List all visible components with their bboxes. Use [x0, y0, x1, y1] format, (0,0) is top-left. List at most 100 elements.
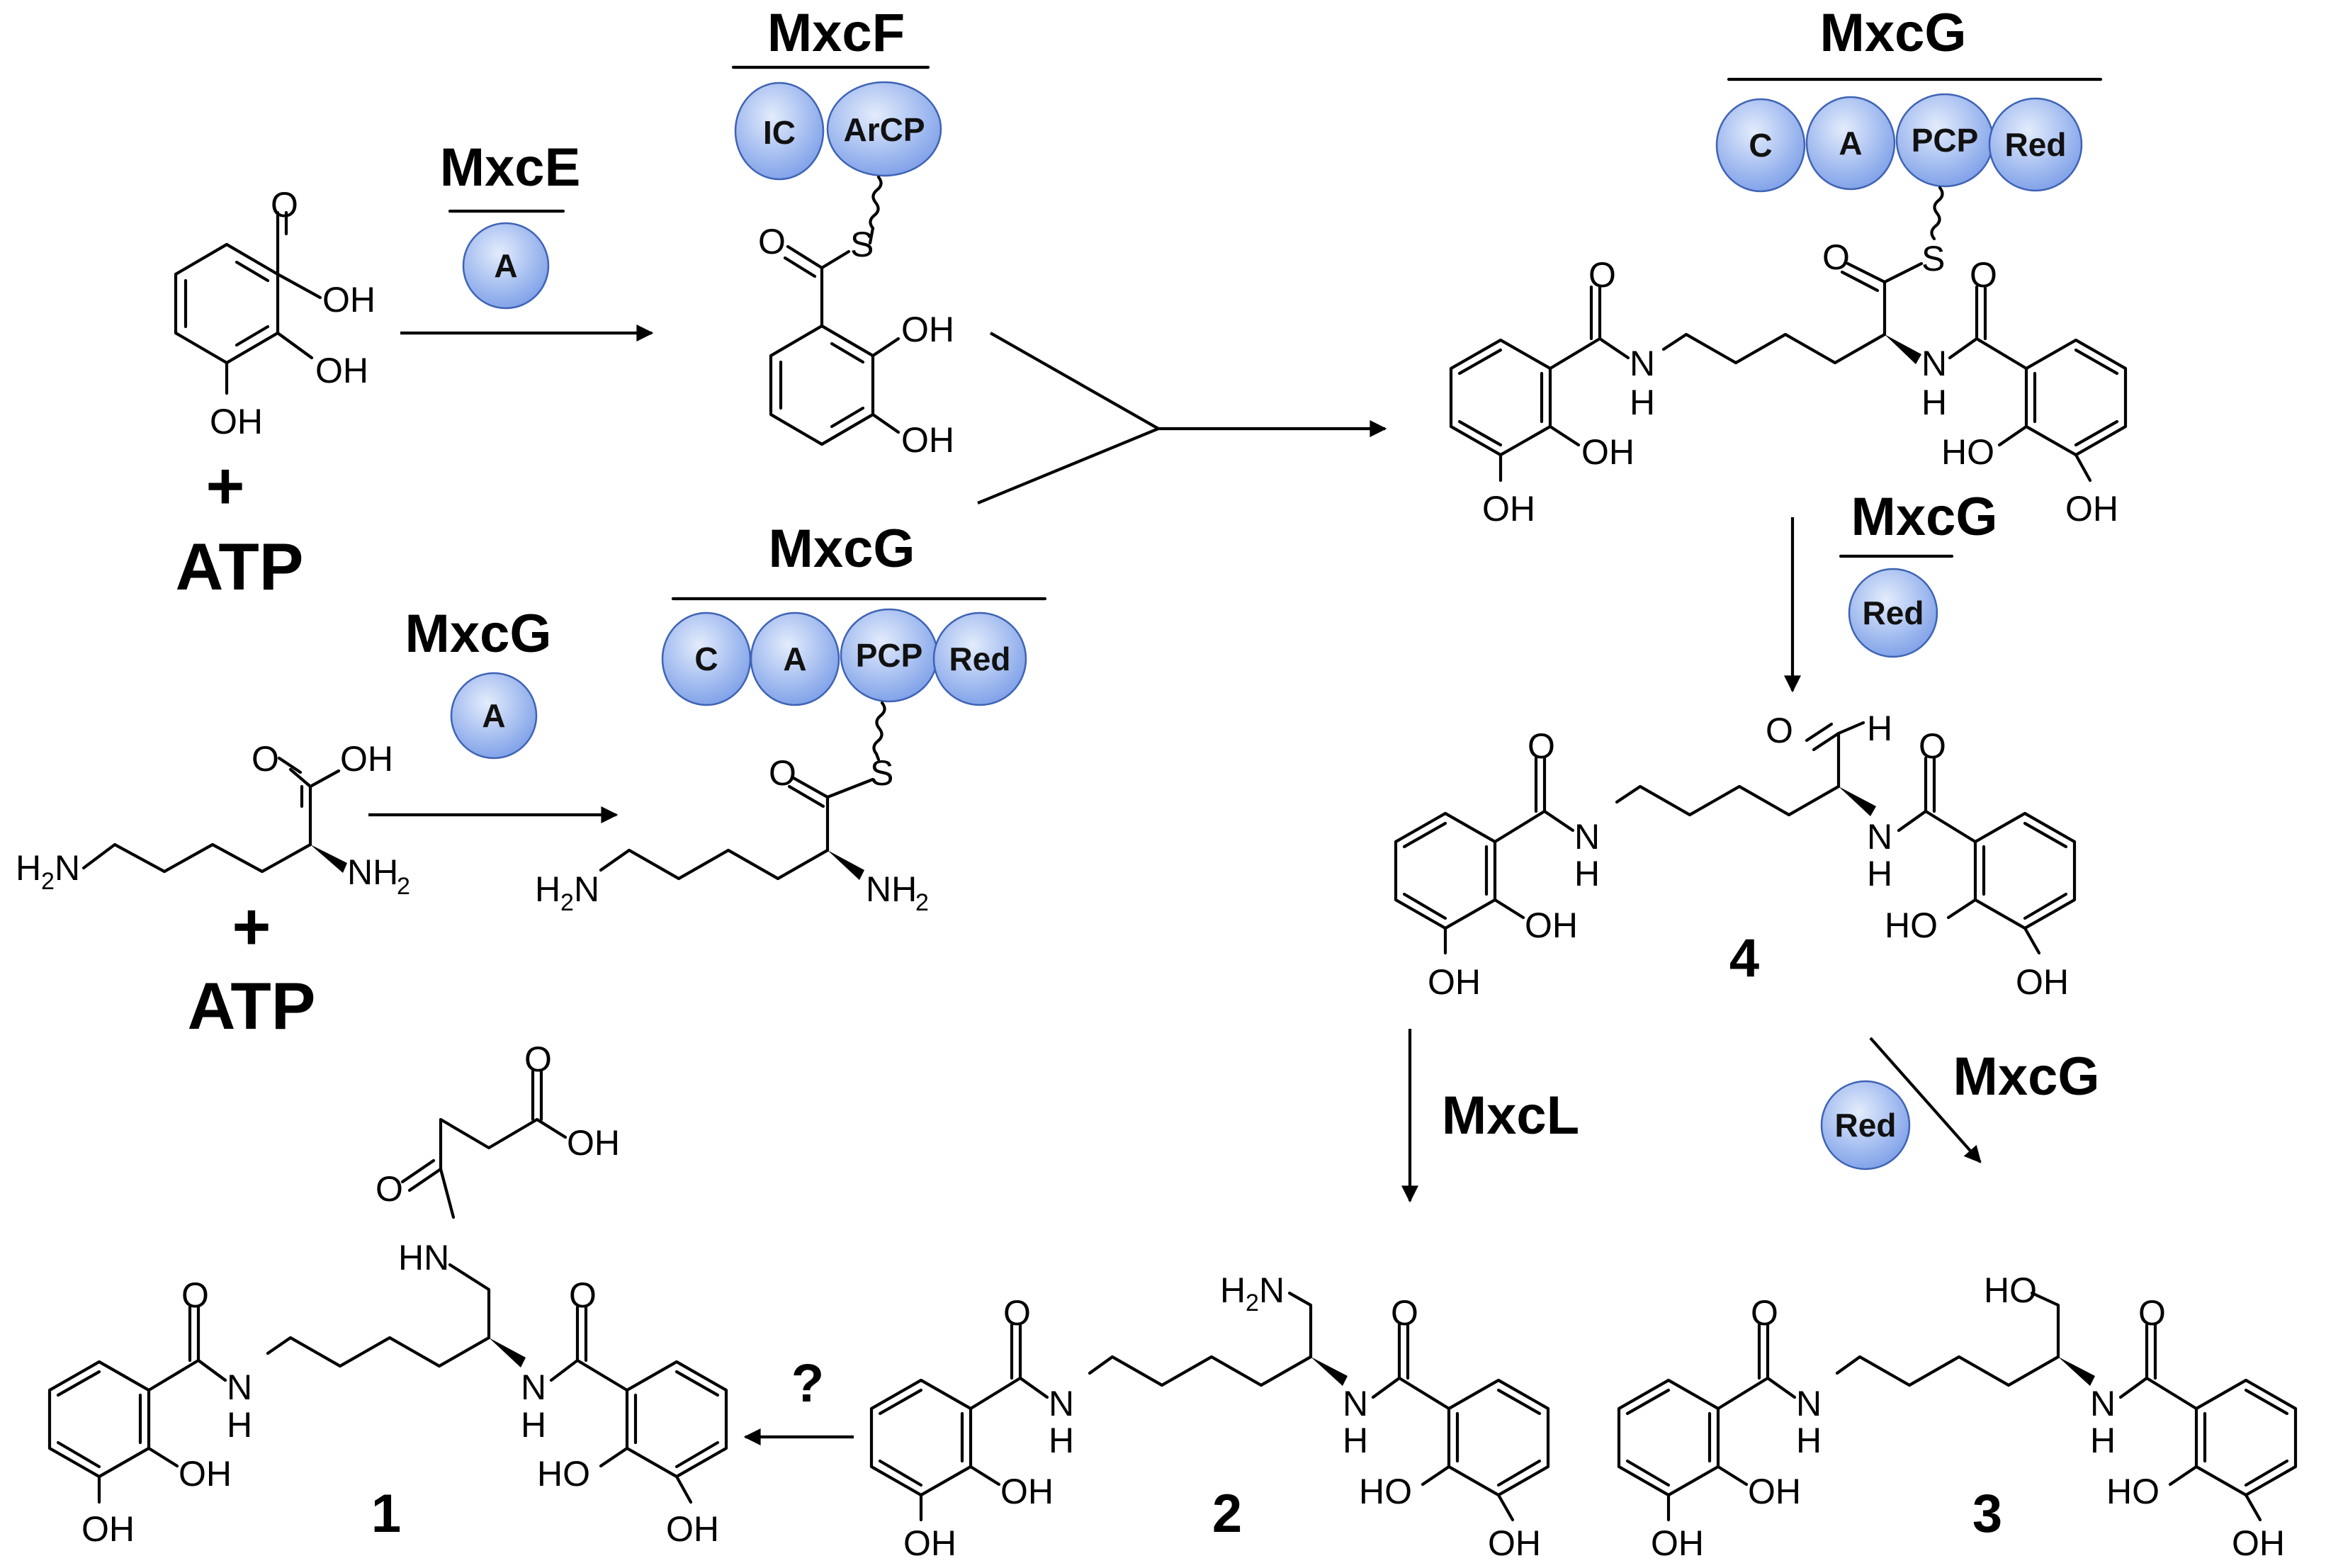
svg-text:ArCP: ArCP	[843, 111, 925, 148]
atp-label-1: ATP	[175, 529, 303, 604]
svg-text:OH: OH	[179, 1454, 232, 1494]
svg-text:N: N	[227, 1367, 252, 1407]
svg-text:OH: OH	[1428, 962, 1481, 1002]
svg-text:HO: HO	[2106, 1472, 2160, 1511]
domain-pcp-mid: PCP	[840, 608, 939, 703]
domain-red-arrow2: Red	[1820, 1080, 1911, 1171]
mxcl-label: MxcL	[1442, 1085, 1579, 1146]
svg-text:2: 2	[41, 868, 55, 895]
svg-text:H: H	[227, 1405, 252, 1445]
svg-text:2: 2	[397, 873, 410, 900]
domain-red-top: Red	[1988, 97, 2083, 192]
svg-text:N: N	[2090, 1384, 2116, 1423]
carbonyl-o: O	[271, 185, 298, 225]
svg-text:OH: OH	[1748, 1472, 1801, 1511]
atp-label-2: ATP	[187, 969, 315, 1043]
phenol-oh-2: OH	[315, 351, 368, 390]
domain-red-arrow1: Red	[1848, 568, 1938, 658]
phenol-oh-3: OH	[210, 402, 263, 441]
svg-text:H: H	[1574, 854, 1600, 893]
svg-text:NH: NH	[347, 852, 398, 892]
mxcg-a-label: MxcG	[405, 604, 552, 664]
svg-text:N: N	[1049, 1384, 1074, 1423]
compound-label-3: 3	[1972, 1484, 2002, 1544]
svg-text:PCP: PCP	[856, 637, 923, 674]
svg-text:Red: Red	[1835, 1107, 1897, 1144]
svg-text:O: O	[758, 222, 786, 261]
domain-a-mid: A	[750, 611, 840, 706]
svg-text:H: H	[535, 869, 560, 909]
domain-arcp: ArCP	[826, 81, 942, 177]
svg-text:OH: OH	[1488, 1523, 1541, 1563]
svg-text:2: 2	[1246, 1290, 1259, 1316]
mxcg-red-diag-label: MxcG	[1953, 1047, 2100, 1107]
svg-text:H: H	[16, 848, 41, 888]
svg-text:OH: OH	[81, 1509, 135, 1549]
dhb-arcp-thioester: S O OH OH	[758, 175, 954, 460]
svg-text:A: A	[494, 247, 517, 284]
svg-text:OH: OH	[2065, 489, 2118, 529]
svg-text:H: H	[1796, 1421, 1822, 1460]
svg-text:O: O	[1003, 1293, 1031, 1333]
domain-pcp-top: PCP	[1895, 93, 1994, 188]
svg-text:H: H	[1343, 1421, 1368, 1460]
svg-text:O: O	[1766, 711, 1793, 750]
svg-text:H: H	[1220, 1270, 1246, 1310]
compound-1: O OH O HN N H O OH OH N H O HO OH	[47, 1039, 728, 1549]
svg-text:C: C	[694, 641, 718, 677]
svg-text:NH: NH	[866, 869, 917, 909]
mxcf-label: MxcF	[767, 3, 905, 63]
domain-a-top: A	[1805, 96, 1896, 191]
svg-text:O: O	[181, 1275, 209, 1315]
unknown-step-mark: ?	[791, 1353, 824, 1414]
domain-c-mid: C	[661, 611, 752, 706]
svg-text:H: H	[1867, 854, 1892, 893]
compound-label-2: 2	[1212, 1484, 1242, 1544]
svg-text:O: O	[376, 1169, 403, 1209]
svg-text:OH: OH	[1525, 906, 1578, 945]
mxcg-red-label: MxcG	[1851, 487, 1998, 547]
svg-text:HN: HN	[398, 1238, 449, 1277]
svg-text:S: S	[870, 753, 893, 793]
svg-text:OH: OH	[1581, 432, 1635, 472]
svg-text:H: H	[2090, 1421, 2116, 1460]
mxcg-module-label: MxcG	[769, 519, 915, 579]
svg-text:A: A	[1839, 125, 1862, 162]
domain-red-mid: Red	[932, 611, 1027, 706]
svg-text:Red: Red	[2005, 126, 2067, 163]
svg-text:H: H	[1630, 383, 1655, 422]
svg-text:A: A	[482, 697, 505, 734]
svg-text:H: H	[521, 1405, 546, 1445]
svg-text:A: A	[783, 641, 806, 677]
svg-text:OH: OH	[1482, 489, 1535, 529]
svg-text:O: O	[1919, 726, 1946, 766]
svg-text:HO: HO	[1885, 906, 1938, 945]
mxce-label: MxcE	[440, 137, 581, 198]
svg-text:H: H	[1921, 383, 1947, 422]
svg-text:N: N	[1343, 1384, 1368, 1423]
svg-text:N: N	[55, 848, 80, 888]
converge-lines	[977, 332, 1162, 504]
svg-text:OH: OH	[903, 1523, 956, 1563]
svg-text:N: N	[1574, 817, 1600, 857]
bis-dhb-pcp-intermediate: S O N H O OH OH N H O HO OH	[1449, 186, 2128, 529]
svg-text:O: O	[1528, 726, 1555, 766]
compound-4: O H N H O OH OH N H O HO OH	[1394, 709, 2077, 1002]
acid-oh: OH	[322, 280, 376, 320]
svg-text:H: H	[1867, 709, 1892, 748]
svg-text:PCP: PCP	[1912, 122, 1979, 159]
svg-text:O: O	[569, 1275, 597, 1315]
svg-text:O: O	[524, 1039, 552, 1079]
svg-text:O: O	[1970, 255, 1997, 295]
svg-text:N: N	[1630, 344, 1655, 383]
svg-text:OH: OH	[1000, 1472, 1054, 1511]
svg-text:N: N	[1259, 1270, 1285, 1310]
lysine-structure: H 2 N O OH NH 2	[16, 739, 410, 900]
svg-text:OH: OH	[666, 1509, 719, 1549]
svg-text:HO: HO	[537, 1454, 590, 1494]
lys-pcp-thioester: S O H 2 N NH 2	[535, 701, 929, 916]
svg-text:O: O	[1751, 1293, 1778, 1333]
svg-text:N: N	[574, 869, 599, 909]
domain-a-mxce: A	[462, 222, 550, 310]
